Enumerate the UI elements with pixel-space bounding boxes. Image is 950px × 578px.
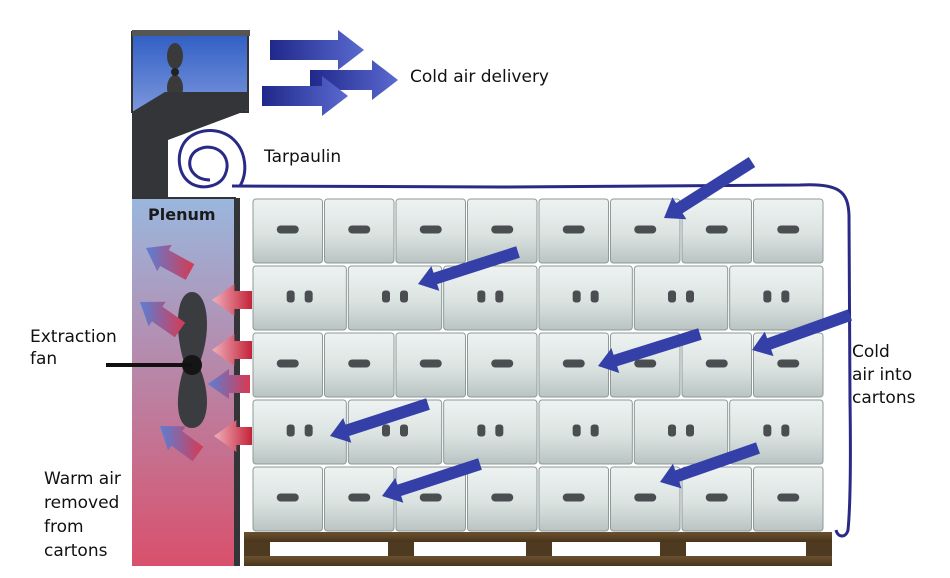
carton-vent-slot	[562, 359, 585, 368]
carton-vent-slot	[634, 493, 657, 502]
carton	[633, 265, 729, 331]
warm-air-label-line4: cartons	[44, 541, 108, 561]
cold-air-arrow	[752, 309, 853, 357]
carton	[347, 265, 443, 331]
carton-vent-slot	[419, 225, 442, 234]
warm-air-arrow	[214, 420, 252, 452]
carton-vent-hole	[477, 290, 486, 303]
carton-vent-slot	[276, 225, 299, 234]
cold-air-arrow	[660, 442, 760, 489]
cold-air-delivery-label: Cold air delivery	[410, 67, 549, 87]
warm-air-arrows	[140, 244, 252, 462]
carton-vent-slot	[777, 359, 800, 368]
carton	[538, 265, 633, 331]
cold-air-arrow	[382, 458, 482, 503]
warm-air-exhaust-arrow	[208, 369, 250, 399]
cold-air-into-cartons-label-line3: cartons	[852, 388, 916, 408]
carton-vent-slot	[705, 359, 728, 368]
carton-vent-slot	[705, 225, 728, 234]
carton-vent-hole	[590, 290, 599, 303]
carton	[538, 399, 633, 465]
carton-vent-hole	[477, 424, 486, 437]
cold-air-arrow	[418, 246, 520, 291]
carton-vent-hole	[400, 424, 408, 437]
extraction-fan-label-line2: fan	[30, 349, 58, 369]
carton-vent-slot	[419, 359, 442, 368]
carton-vent-slot	[634, 225, 657, 234]
carton-vent-hole	[304, 290, 313, 303]
carton-vent-hole	[686, 290, 694, 303]
carton	[729, 265, 824, 331]
warm-air-label-line2: removed	[44, 493, 120, 513]
carton-vent-hole	[686, 424, 694, 437]
cold-air-into-carton-arrows	[330, 156, 853, 503]
pallet	[244, 532, 832, 566]
carton-vent-hole	[495, 424, 504, 437]
carton-vent-slot	[777, 225, 800, 234]
carton-vent-slot	[705, 493, 728, 502]
warm-air-exhaust-arrow	[146, 244, 195, 280]
cold-air-arrow	[330, 398, 430, 443]
carton-vent-slot	[348, 493, 371, 502]
carton-vent-slot	[562, 225, 585, 234]
carton-vent-hole	[382, 424, 390, 437]
extraction-fan-label-line1: Extraction	[30, 327, 117, 347]
carton-vent-hole	[304, 424, 313, 437]
warm-air-exhaust-arrow	[140, 301, 186, 338]
carton-stack	[252, 198, 824, 532]
warm-air-arrow	[212, 334, 252, 366]
cold-air-delivery-arrows	[262, 30, 398, 116]
tarpaulin	[177, 129, 852, 538]
carton	[443, 399, 538, 465]
carton-vent-hole	[668, 424, 676, 437]
cold-air-arrow	[598, 328, 702, 373]
cold-air-into-cartons-label-line2: air into	[852, 365, 913, 385]
carton-vent-slot	[419, 493, 442, 502]
carton-vent-slot	[348, 225, 371, 234]
carton-vent-hole	[781, 424, 790, 437]
carton	[252, 399, 347, 465]
carton-vent-hole	[590, 424, 599, 437]
carton-vent-hole	[763, 424, 772, 437]
carton-vent-hole	[495, 290, 504, 303]
carton-vent-hole	[572, 424, 581, 437]
carton-vent-slot	[562, 493, 585, 502]
carton-vent-hole	[781, 290, 790, 303]
cold-air-into-cartons-label-line1: Cold	[852, 342, 890, 362]
carton	[633, 399, 729, 465]
carton-vent-slot	[276, 359, 299, 368]
cold-air-arrow	[664, 156, 756, 220]
warm-air-label-line1: Warm air	[44, 469, 121, 489]
plenum-label: Plenum	[148, 205, 216, 224]
carton-vent-hole	[668, 290, 676, 303]
carton-vent-slot	[276, 493, 299, 502]
carton-vent-slot	[634, 359, 657, 368]
carton-vent-slot	[348, 359, 371, 368]
carton-vent-slot	[491, 493, 514, 502]
dark-duct-wall	[132, 92, 248, 198]
carton-vent-hole	[400, 290, 408, 303]
tarpaulin-label: Tarpaulin	[264, 147, 342, 167]
warm-air-exhaust-arrow	[160, 426, 204, 462]
carton-vent-slot	[777, 493, 800, 502]
warm-air-label-line3: from	[44, 517, 84, 537]
carton-vent-hole	[572, 290, 581, 303]
carton-vent-slot	[491, 225, 514, 234]
carton-vent-hole	[382, 290, 390, 303]
carton-vent-hole	[763, 290, 772, 303]
carton	[252, 265, 347, 331]
carton-vent-hole	[286, 424, 295, 437]
warm-air-arrow	[212, 284, 252, 316]
carton-vent-slot	[491, 359, 514, 368]
carton-vent-hole	[286, 290, 295, 303]
